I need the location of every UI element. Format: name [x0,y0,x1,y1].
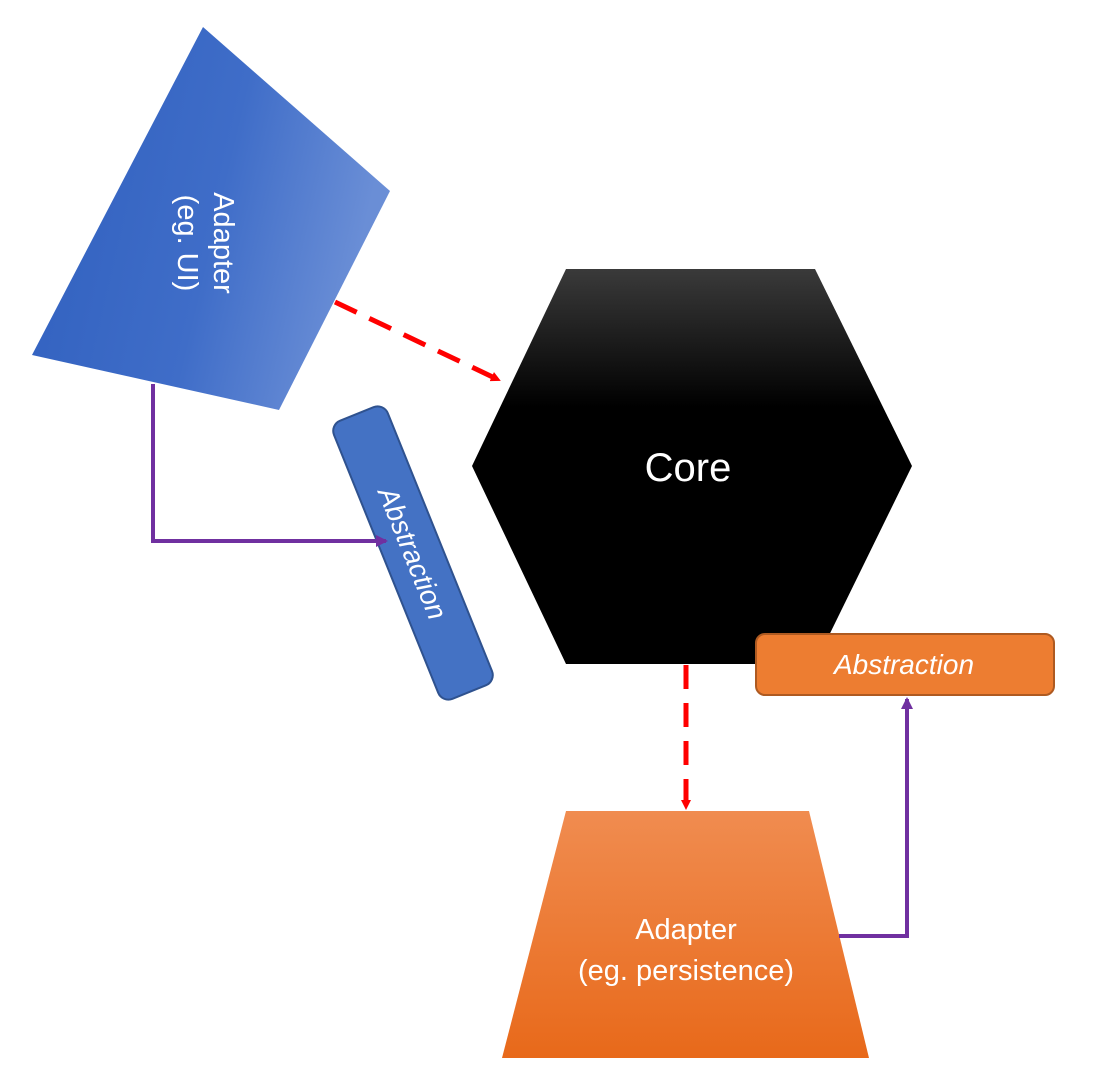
persistence-adapter-label-line2: (eg. persistence) [578,955,794,987]
persistence-abstraction-shape [755,633,1055,696]
ui-adapter-node: Adapter (eg. UI) [32,27,390,410]
ui-to-core-dependency-arrow [333,299,501,383]
ui-adapter-label-line2: (eg. UI) [171,195,203,292]
ui-abstraction-node: Abstraction [332,405,494,701]
persistence-adapter-label-line1: Adapter [635,914,737,946]
persistence-adapter-implements-arrow [839,697,913,938]
core-node: Core [472,269,912,664]
ui-adapter-shape [32,27,390,410]
ui-adapter-label-line1: Adapter [207,192,239,294]
ui-adapter-implements-arrow [151,384,388,547]
core-label: Core [645,446,732,490]
persistence-abstraction-node: Abstraction [755,633,1055,696]
persistence-abstraction-label: Abstraction [832,649,974,680]
persistence-adapter-shape [502,811,869,1058]
ui-abstraction-shape [332,405,494,701]
persistence-adapter-node: Adapter (eg. persistence) [502,811,869,1058]
core-hexagon [472,269,912,664]
